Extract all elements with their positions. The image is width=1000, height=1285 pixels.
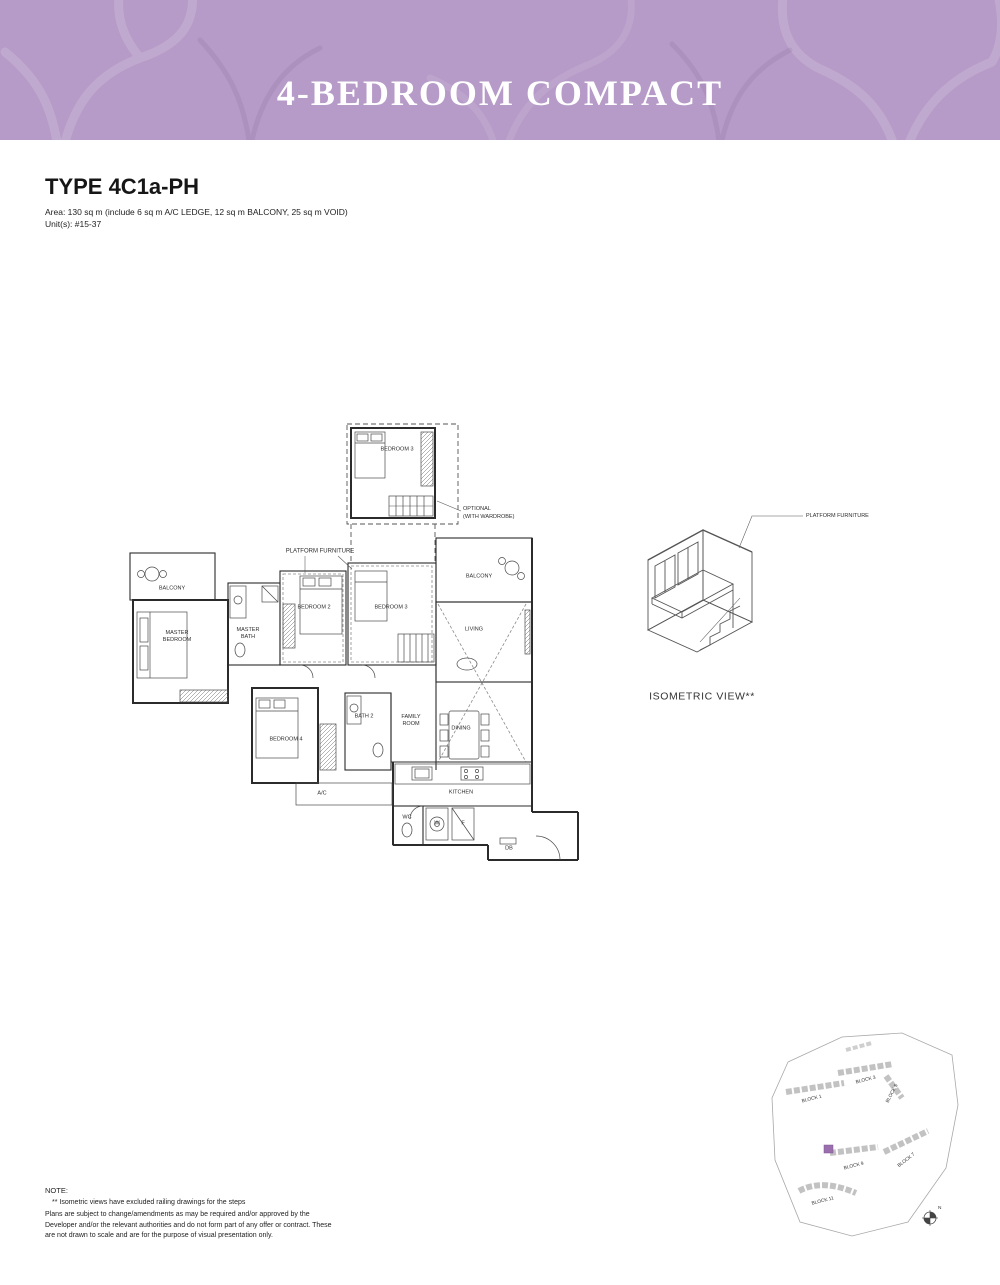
room-label-bedroom-4: BEDROOM 4 xyxy=(269,736,303,743)
room-label-ac-ledge: A/C xyxy=(317,790,327,797)
room-label-fridge: F xyxy=(461,820,465,827)
block-9-label: BLOCK 9 xyxy=(843,1161,864,1172)
compass-north-label: N xyxy=(938,1205,942,1211)
room-label-living: LIVING xyxy=(464,626,484,633)
block-1-label: BLOCK 1 xyxy=(801,1094,822,1105)
room-label-master-bedroom: MASTER BEDROOM xyxy=(162,630,192,643)
page-title: 4-BEDROOM COMPACT xyxy=(276,73,724,113)
optional-bedroom-module xyxy=(346,423,462,561)
compass-icon: N xyxy=(922,1205,942,1226)
floor-plan xyxy=(129,537,579,861)
site-plan: BLOCK 1 BLOCK 3 BLOCK 5 BLOCK 7 BLOCK 9 … xyxy=(771,1032,959,1237)
platform-furniture-annotation: PLATFORM FURNITURE xyxy=(285,548,355,555)
optional-annotation-line1: OPTIONAL xyxy=(463,506,491,512)
unit-area-text: Area: 130 sq m (include 6 sq m A/C LEDGE… xyxy=(45,207,348,217)
block-7-label: BLOCK 7 xyxy=(897,1151,917,1168)
room-label-family-room: FAMILY ROOM xyxy=(401,714,421,727)
room-label-db: DB xyxy=(505,845,513,852)
block-11-label: BLOCK 11 xyxy=(811,1195,835,1206)
room-label-balcony-right: BALCONY xyxy=(465,573,493,580)
isometric-view-drawing xyxy=(646,515,803,653)
isometric-view-caption: ISOMETRIC VIEW** xyxy=(649,690,755,703)
room-label-kitchen: KITCHEN xyxy=(448,789,474,796)
note-disclaimer: Plans are subject to change/amendments a… xyxy=(45,1211,332,1239)
room-label-bedroom-3: BEDROOM 3 xyxy=(374,604,408,611)
unit-numbers-text: Unit(s): #15-37 xyxy=(45,219,102,229)
note-heading: NOTE: xyxy=(45,1186,68,1195)
block-3-label: BLOCK 3 xyxy=(855,1075,876,1086)
banner-tree-pattern xyxy=(0,0,1000,140)
room-label-bedroom3-optional: BEDROOM 3 xyxy=(380,446,414,453)
room-label-bedroom-2: BEDROOM 2 xyxy=(297,604,331,611)
unit-type-heading: TYPE 4C1a-PH xyxy=(45,174,200,199)
isometric-platform-furniture-label: PLATFORM FURNITURE xyxy=(806,513,869,519)
unit-location-highlight xyxy=(823,1144,834,1154)
room-label-balcony-left: BALCONY xyxy=(158,585,186,592)
room-label-master-bath: MASTER BATH xyxy=(236,627,260,640)
header-banner: 4-BEDROOM COMPACT xyxy=(0,0,1000,140)
optional-annotation: OPTIONAL (WITH WARDROBE) xyxy=(463,505,514,522)
room-label-bath-2: BATH 2 xyxy=(354,713,374,720)
optional-annotation-line2: (WITH WARDROBE) xyxy=(463,514,515,521)
room-label-washer: W xyxy=(434,820,440,827)
room-label-wc: WC xyxy=(402,814,412,821)
room-label-dining: DINING xyxy=(451,725,471,732)
note-isometric-line: ** Isometric views have excluded railing… xyxy=(52,1199,246,1206)
